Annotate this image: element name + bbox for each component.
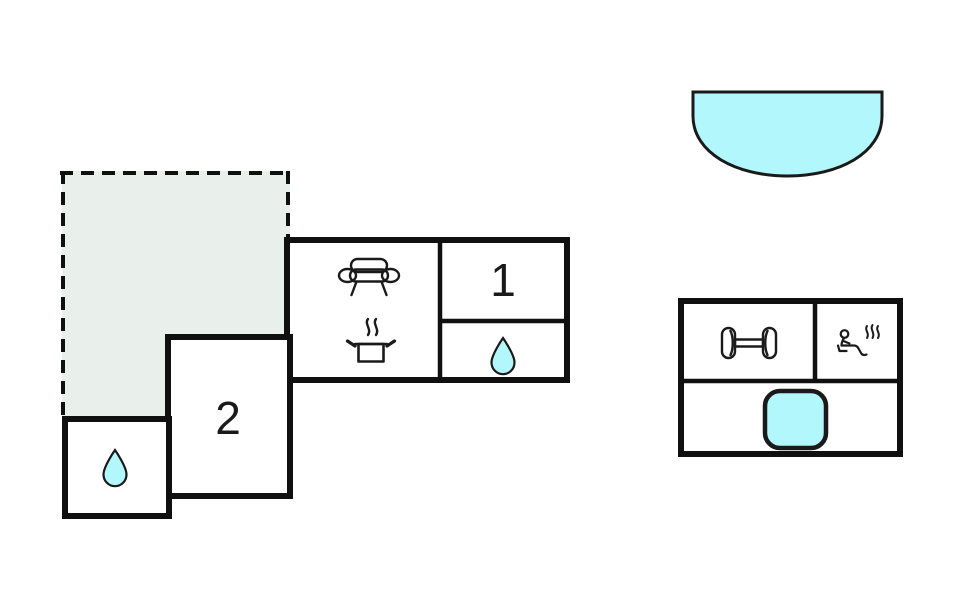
swimming-pool	[691, 90, 884, 178]
main-house: 1	[284, 237, 570, 383]
main-house-outline	[284, 237, 570, 383]
bedroom-2-label: 2	[215, 392, 241, 444]
room-living-kitchen	[337, 257, 401, 363]
room-bedroom-2: 2	[165, 334, 293, 499]
terrace-area	[60, 171, 290, 417]
sauna-icon	[836, 324, 880, 357]
water-drop-icon	[490, 336, 516, 376]
terrace-fill	[62, 171, 290, 417]
dumbbell-icon	[720, 326, 778, 360]
hot-tub-shape	[762, 388, 829, 451]
room-sauna	[836, 324, 880, 357]
sofa-icon	[337, 257, 401, 297]
room-bedroom-1: 1	[490, 254, 516, 306]
cooking-pot-icon	[345, 317, 397, 363]
room-bathroom-1	[490, 336, 516, 376]
spa-building	[678, 298, 903, 457]
room-hot-tub	[762, 388, 829, 451]
bedroom-1-label: 1	[490, 254, 516, 306]
room-bathroom-2	[62, 416, 172, 519]
water-drop-icon	[102, 448, 128, 488]
room-gym	[720, 326, 778, 360]
pool-shape	[691, 90, 884, 178]
